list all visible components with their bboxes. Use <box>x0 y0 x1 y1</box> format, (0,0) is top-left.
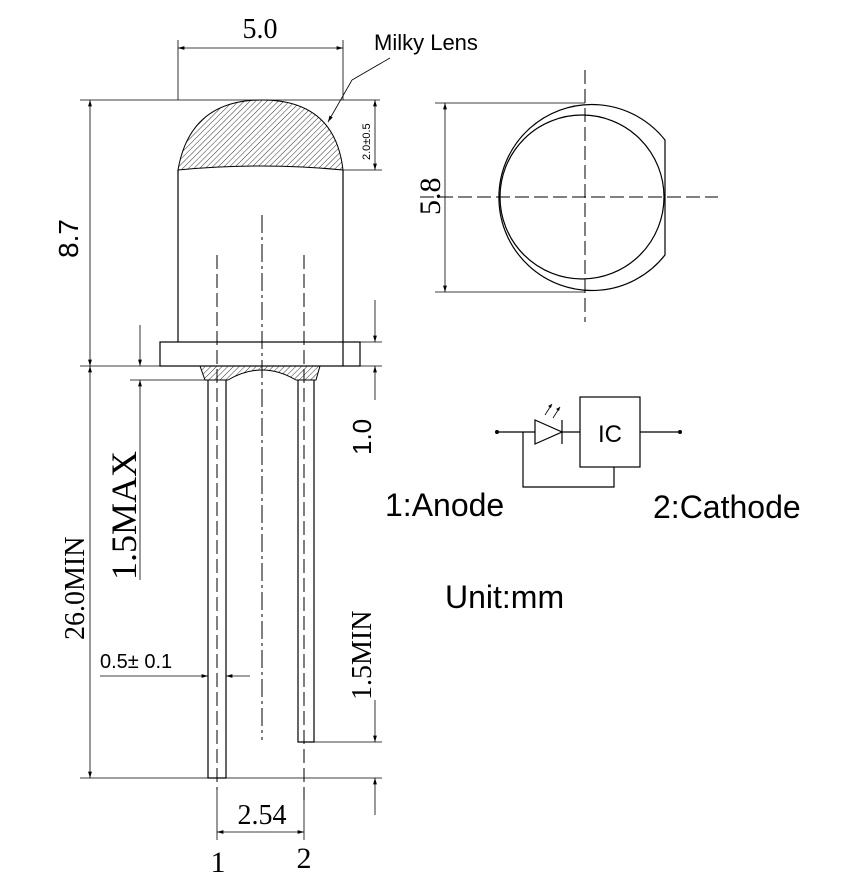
unit-label: Unit:mm <box>445 579 564 615</box>
led-diode-icon <box>534 419 564 445</box>
lens-label: Milky Lens <box>374 30 478 55</box>
dim-lens-height: 2.0±0.5 <box>361 123 373 160</box>
pin-2-number: 2 <box>297 842 312 875</box>
dim-lead-width: 0.5± 0.1 <box>100 651 172 673</box>
ic-label: IC <box>598 421 622 448</box>
pin1-label: 1:Anode <box>385 487 504 523</box>
body-outline <box>177 170 344 366</box>
pin-1-number: 1 <box>211 846 226 879</box>
circuit-schematic: IC <box>495 396 682 488</box>
dim-flange: 1.0 <box>347 419 377 455</box>
flange <box>159 341 361 367</box>
dim-diameter: 5.8 <box>414 178 447 216</box>
dim-bend: 1.5MIN <box>347 611 378 700</box>
base-hatch <box>199 365 321 381</box>
dim-lead-length: 26.0MIN <box>60 537 91 640</box>
pin2-label: 2:Cathode <box>653 489 801 525</box>
dim-height: 8.7 <box>53 219 84 258</box>
dim-pitch: 2.54 <box>238 800 287 831</box>
ic-box <box>579 396 641 468</box>
dim-standoff: 1.5MAX <box>104 451 144 580</box>
milky-lens <box>177 99 344 171</box>
led-side-view <box>159 99 361 800</box>
led-top-view: 5.8 <box>414 70 718 322</box>
dim-width: 5.0 <box>243 14 278 45</box>
lead-2 <box>297 380 315 743</box>
